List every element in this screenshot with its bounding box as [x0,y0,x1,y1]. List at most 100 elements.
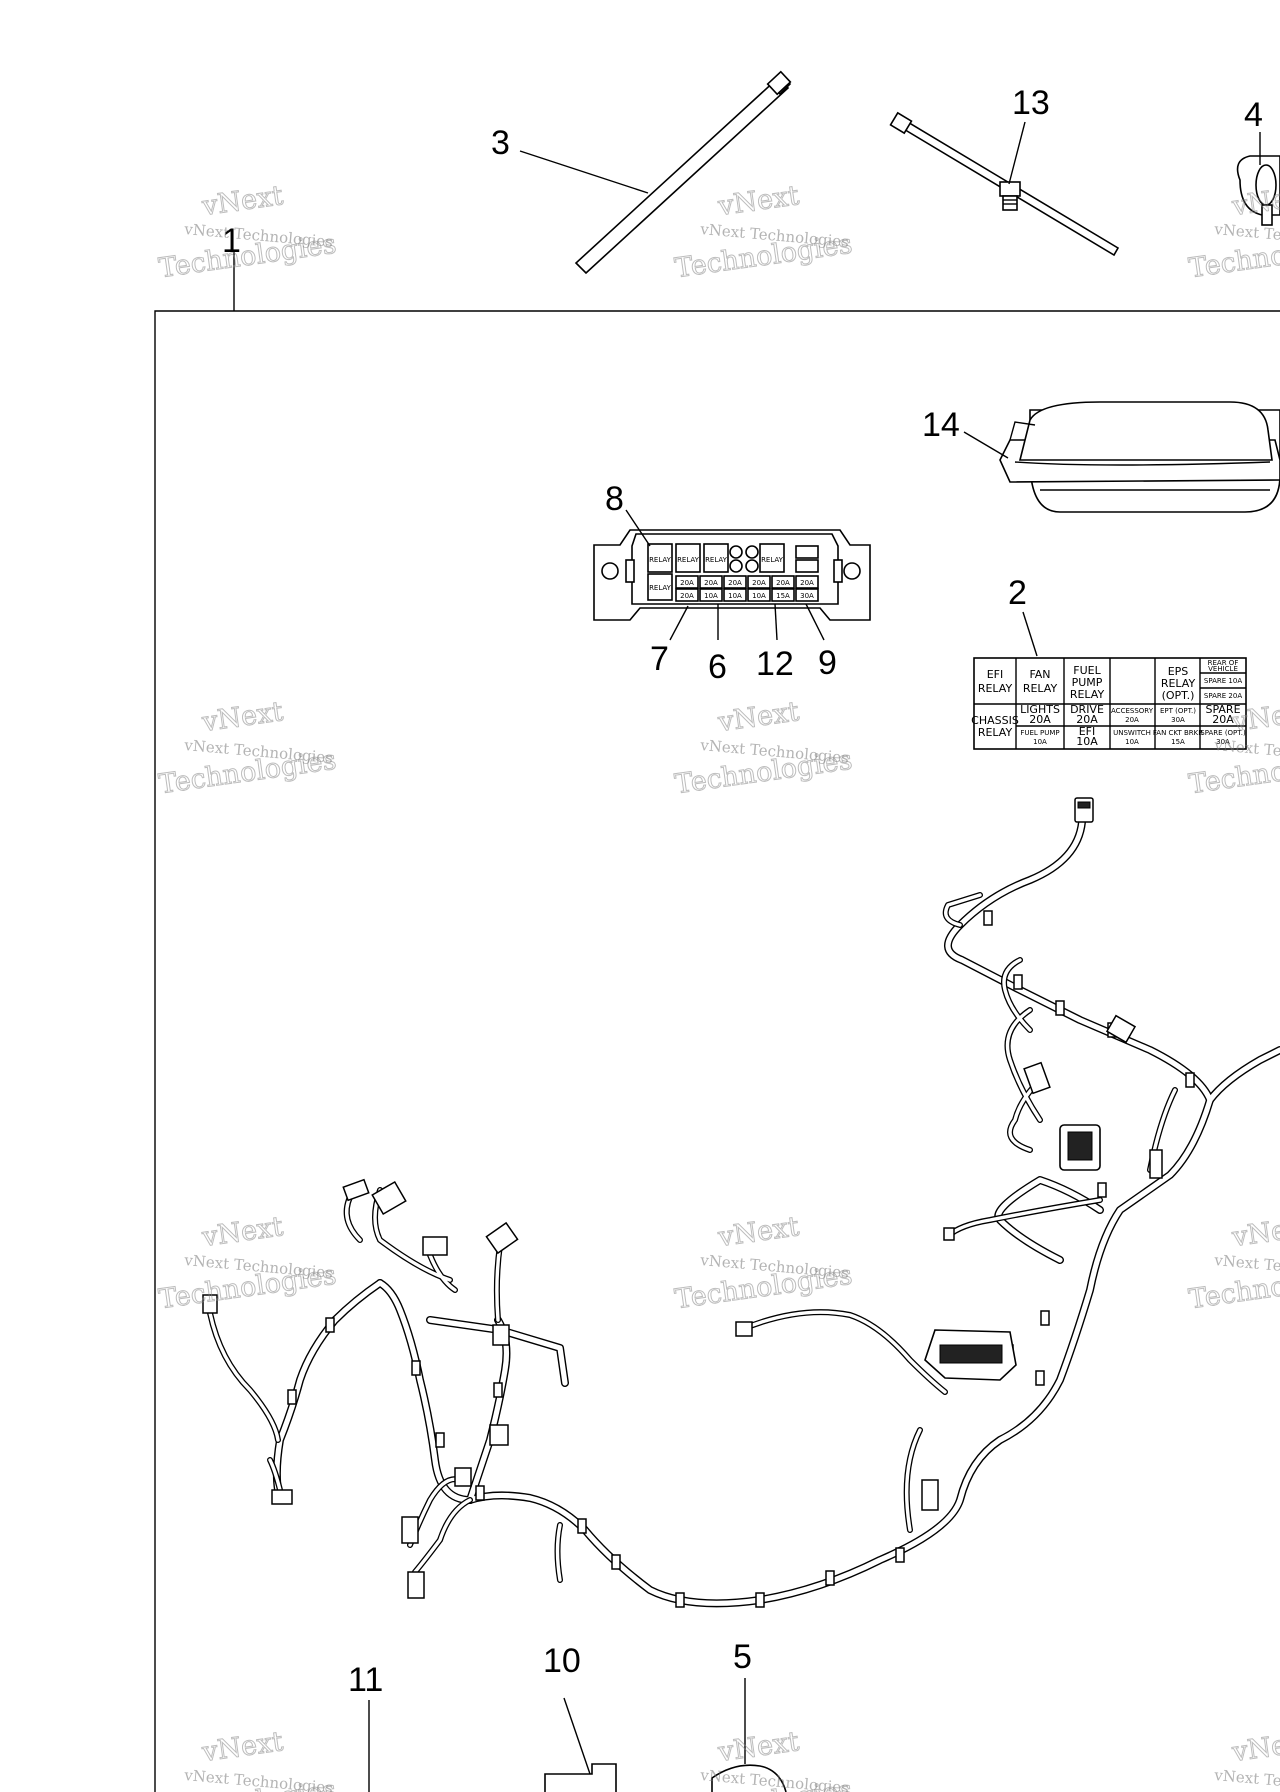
fuse-cell [771,575,795,589]
relay-cell-label: RELAY [761,556,784,564]
fuse-label-spareopt: SPARE (OPT.) [1200,729,1246,737]
fuse-label-part: EFI RELAY FAN RELAY FUEL PUMP RELAY EPS … [971,657,1247,750]
fuse-cell [699,588,723,602]
callout-10: 10 [543,1642,581,1680]
relay-cell-label: RELAY [705,556,728,564]
fuse-label-eps-opt: (OPT.) [1162,689,1195,702]
fuse-label-drive: DRIVE [1070,703,1104,716]
fuse-box-cover-part [999,401,1280,513]
cable-tie-part [574,70,792,275]
fuse-cell-label: 10A [728,592,742,600]
harness-wire-core [274,1280,383,1493]
harness-clip [611,1554,621,1570]
watermark-text-vnext: vNext [199,1726,285,1768]
fuse-label-efi: EFI [987,668,1004,681]
harness-branch-core [1005,1008,1042,1122]
harness-clip [493,1382,503,1398]
fuse-label-spare-amp: 20A [1212,713,1234,726]
fuse-label-fuelpump: FUEL PUMP [1020,729,1059,737]
callout-5: 5 [733,1638,752,1676]
fuse-label-rear-of: REAR OF [1208,659,1239,667]
fuse-label-chassis-relay: RELAY [978,726,1013,739]
fuse-label-fanckt-amp: 15A [1171,738,1185,746]
fuse-cell-label: 20A [728,579,742,587]
fuse-cell [795,545,819,559]
harness-branch-core [208,1311,280,1442]
fuse-label-fanckt: FAN CKT BRKR [1153,729,1203,737]
fuse-label-vehicle: VEHICLE [1208,665,1238,673]
harness-branch [737,1309,948,1395]
fuse-label-pump: PUMP [1072,676,1103,689]
harness-branch-core [428,1253,457,1292]
fuse-cell [675,575,699,589]
harness-branch-core [1008,1078,1042,1152]
relay-cell-pin [729,559,743,573]
harness-clip [983,910,993,926]
callout-14: 14 [922,406,960,444]
harness-wire-core [995,1177,1103,1263]
callout-3: 3 [491,124,510,162]
harness-clip [1097,1182,1107,1198]
fuse-label-unswitch: UNSWITCH [1113,729,1151,737]
harness-clip [1185,1072,1195,1088]
harness-wire [466,1316,511,1504]
fuse-label-spareopt-amp: 30A [1216,738,1230,746]
leader-13 [1008,121,1026,185]
fuse-label-lights: LIGHTS [1020,703,1060,716]
fuse-cell-label: 20A [680,579,694,587]
harness-clip [825,1570,835,1586]
fuse-label-ept: EPT (OPT.) [1160,707,1196,715]
fuse-label-unswitch-amp: 10A [1125,738,1139,746]
watermark-text-vnext: vNext [1229,1726,1280,1768]
fuse-cell-label: 30A [800,592,814,600]
leader-12 [774,603,778,641]
relay-cell-label: RELAY [677,556,700,564]
assembly-frame [154,310,1280,1792]
fuse-cell-label: 10A [752,592,766,600]
leader-14 [963,431,1009,459]
harness-clip [1055,1000,1065,1016]
connector-part-5 [711,1764,787,1792]
relay-cell-pin [729,545,743,559]
harness-branch-core [555,1523,562,1582]
fuse-label-eps: EPS [1168,665,1189,678]
harness-wire-core [1207,1047,1280,1103]
watermark-text-vnext: vNext [715,696,801,738]
harness-clip [435,1432,445,1448]
harness-branch-core [738,1310,947,1394]
callout-11: 11 [348,1661,383,1699]
fuse-cell [723,588,747,602]
relay-cell [675,543,701,573]
watermark-text-vnext: vNext [199,180,285,222]
fuse-label-efi-amp: 10A [1076,735,1098,748]
fuse-label-fuel-relay: RELAY [1070,688,1105,701]
fuse-label-accessory: ACCESSORY [1111,707,1154,715]
callout-6: 6 [708,648,727,686]
fuse-label-drive-amp: 20A [1076,713,1098,726]
fuse-label-spare: SPARE [1205,703,1240,716]
harness-clip [287,1389,297,1405]
relay-cell-label: RELAY [649,556,672,564]
harness-branch-core [946,1198,1102,1238]
fuse-label-chassis: CHASSIS [971,714,1019,727]
harness-wire [944,818,1214,1104]
harness-branch-core [373,1188,452,1282]
clip-part [1236,155,1280,226]
harness-clip [675,1592,685,1608]
harness-clip [411,1360,421,1376]
fuse-cell [747,575,771,589]
leader-3 [519,150,649,194]
harness-clip [325,1317,335,1333]
fuse-label-eps-relay: RELAY [1161,677,1196,690]
harness-branch-core [904,1428,922,1532]
leader-8 [625,509,651,547]
fuse-cell-label: 20A [776,579,790,587]
callout-12: 12 [756,645,794,683]
fuse-cell-label: 20A [704,579,718,587]
callout-9: 9 [818,644,837,682]
fuse-label-ept-amp: 30A [1171,716,1185,724]
leader-7 [669,605,689,641]
watermark-text-vnext: vNext [715,1211,801,1253]
relay-cell-pin [745,559,759,573]
fuse-label-efi-relay: RELAY [978,682,1013,695]
